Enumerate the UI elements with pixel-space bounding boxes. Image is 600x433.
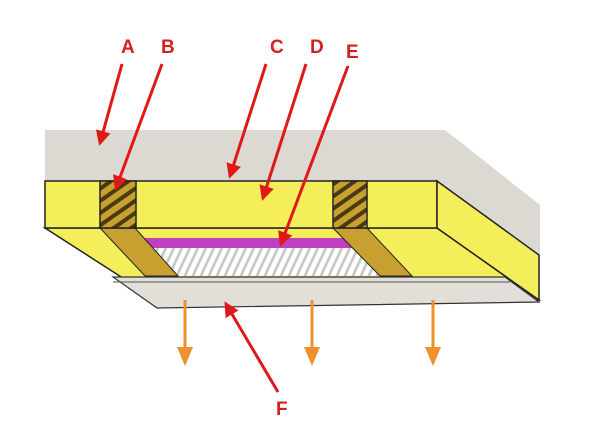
timber-beam — [332, 180, 368, 229]
vapour-membrane — [130, 238, 380, 248]
label-e: E — [346, 42, 359, 63]
heat-arrows — [177, 300, 441, 366]
timber-beam — [99, 180, 137, 229]
label-a: A — [121, 37, 135, 58]
label-f: F — [276, 399, 288, 420]
label-c: C — [270, 37, 284, 58]
pointer-arrows — [95, 63, 350, 393]
label-d: D — [310, 37, 324, 58]
reflective-layer — [135, 248, 410, 276]
label-b: B — [161, 37, 175, 58]
insulation-side — [436, 179, 540, 302]
